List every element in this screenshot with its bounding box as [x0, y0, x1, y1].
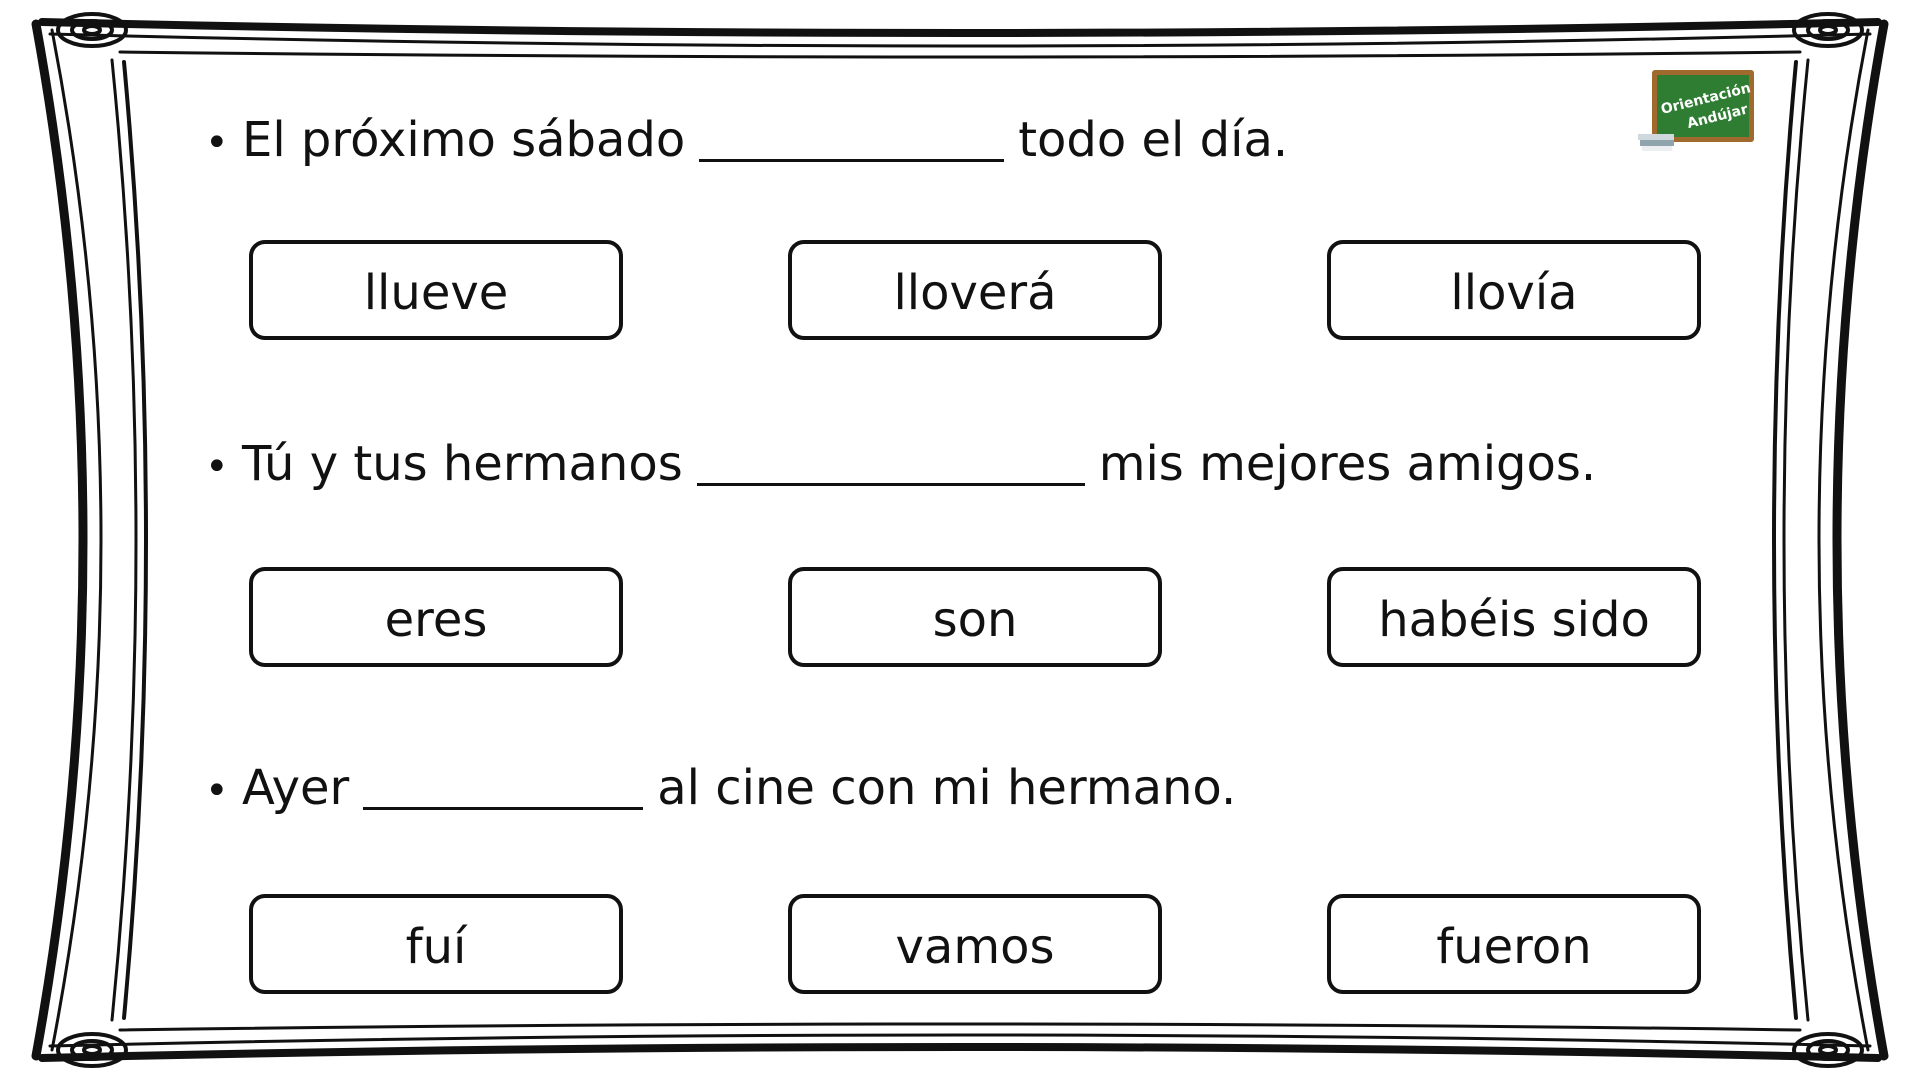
bullet-icon: •	[205, 120, 229, 166]
question-2-text-before: Tú y tus hermanos	[242, 436, 683, 492]
option-habeis-sido[interactable]: habéis sido	[1327, 567, 1701, 667]
bullet-icon: •	[205, 444, 229, 490]
question-2-text-after: mis mejores amigos.	[1098, 436, 1597, 492]
orientacion-andujar-logo: Orientación Andújar	[1638, 70, 1754, 151]
question-3-text-after: al cine con mi hermano.	[657, 760, 1237, 816]
option-llovera[interactable]: lloverá	[788, 240, 1162, 340]
option-llovia[interactable]: llovía	[1327, 240, 1701, 340]
question-3: • Ayer al cine con mi hermano.	[205, 758, 1236, 821]
question-2-blank	[696, 483, 1085, 486]
question-3-blank	[363, 807, 644, 810]
option-vamos[interactable]: vamos	[788, 894, 1162, 994]
option-fueron[interactable]: fueron	[1327, 894, 1701, 994]
option-llueve[interactable]: llueve	[249, 240, 623, 340]
option-eres[interactable]: eres	[249, 567, 623, 667]
question-1-text-before: El próximo sábado	[242, 112, 686, 168]
option-fui[interactable]: fuí	[249, 894, 623, 994]
bullet-icon: •	[205, 768, 229, 814]
question-2: • Tú y tus hermanos mis mejores amigos.	[205, 434, 1596, 497]
question-3-text-before: Ayer	[242, 760, 350, 816]
option-son[interactable]: son	[788, 567, 1162, 667]
question-1-blank	[699, 159, 1005, 162]
question-1: • El próximo sábado todo el día.	[205, 110, 1288, 173]
question-1-text-after: todo el día.	[1018, 112, 1289, 168]
